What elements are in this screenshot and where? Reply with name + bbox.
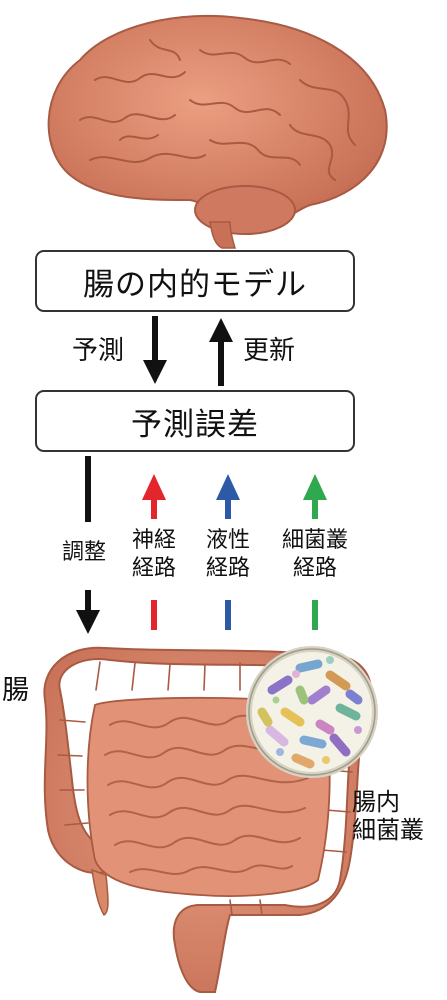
brain-stem [209,221,237,249]
humoral-pathway-line2: 経路 [205,556,250,581]
microbiota-pathway-arrow [303,474,327,630]
gut-microbiota-line2: 細菌叢 [352,816,424,844]
internal-model-text: 腸の内的モデル [83,266,307,303]
gut-microbiota-line1: 腸内 [352,788,400,816]
update-label: 更新 [243,336,296,366]
adjust-label: 調整 [62,540,107,565]
bacteria [257,659,363,769]
prediction-error-text: 予測誤差 [131,406,259,443]
neural-pathway-arrow [142,474,166,630]
brain-illustration [47,14,388,249]
internal-model-box: 腸の内的モデル [35,250,355,312]
gut-microbiota-label: 腸内 細菌叢 [352,788,424,844]
microbiota-pathway-line2: 経路 [292,556,337,581]
humoral-pathway-line1: 液性 [205,528,250,553]
prediction-label: 予測 [72,336,125,366]
neural-pathway-line1: 神経 [131,528,176,553]
microbiota-pathway-label: 細菌叢 経路 [270,527,360,583]
cocci [272,656,362,764]
neural-pathway-line2: 経路 [131,556,176,581]
cerebellum [194,185,296,235]
humoral-pathway-arrow [216,474,240,630]
microbiota-pathway-line1: 細菌叢 [281,528,348,553]
brain-folds [79,39,356,181]
microbiota-circle [246,646,378,778]
prediction-error-box: 予測誤差 [35,390,355,452]
gut-label: 腸 [2,675,29,706]
humoral-pathway-label: 液性 経路 [183,527,273,583]
neural-pathway-label: 神経 経路 [109,527,199,583]
